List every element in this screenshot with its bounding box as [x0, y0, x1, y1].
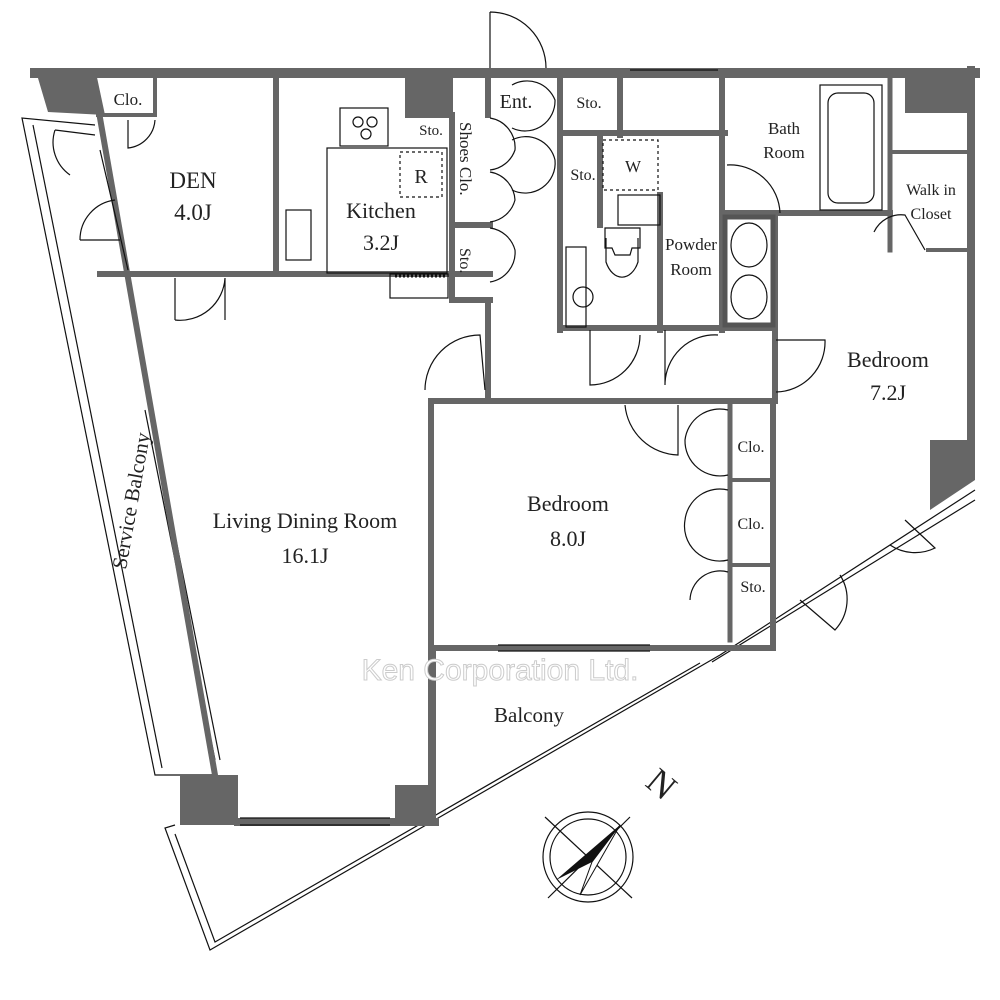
balcony-label: Balcony	[494, 703, 564, 727]
den-size: 4.0J	[174, 200, 212, 225]
kitchen-storage-label: Sto.	[419, 123, 443, 139]
refrigerator-label: R	[414, 166, 428, 188]
entrance-storage-label: Sto.	[576, 95, 601, 112]
bedroom2-storage-label: Sto.	[740, 579, 765, 596]
bedroom2-name: Bedroom	[527, 491, 609, 516]
bedroom2-closet1-label: Clo.	[737, 439, 764, 456]
living-name: Living Dining Room	[213, 508, 398, 533]
walk-in-label-line2: Closet	[911, 206, 952, 223]
bedroom2-size: 8.0J	[550, 526, 587, 551]
room-labels: Clo. DEN 4.0J Sto. R Kitchen 3.2J Shoes …	[107, 90, 956, 727]
service-balcony-label: Service Balcony	[107, 430, 155, 571]
bath-label-line2: Room	[763, 143, 805, 162]
hall-storage-label: Sto.	[456, 248, 473, 273]
entrance-label: Ent.	[500, 91, 533, 113]
den-closet-label: Clo.	[114, 90, 143, 109]
walls	[30, 66, 980, 826]
bath-label-line1: Bath	[768, 119, 801, 138]
kitchen-name: Kitchen	[346, 198, 416, 223]
wash-storage-label: Sto.	[570, 167, 595, 184]
compass-icon: N	[542, 760, 685, 903]
living-size: 16.1J	[281, 543, 329, 568]
kitchen-size: 3.2J	[363, 230, 400, 255]
fixtures	[99, 69, 883, 826]
balcony-outline	[164, 489, 976, 951]
doors	[52, 11, 937, 631]
bedroom1-name: Bedroom	[847, 347, 929, 372]
powder-label-line2: Room	[670, 260, 712, 279]
shoes-closet-label: Shoes Clo.	[456, 122, 475, 196]
den-name: DEN	[169, 168, 217, 193]
compass-north-label: N	[639, 760, 685, 807]
watermark: Ken Corporation Ltd.	[362, 654, 639, 687]
bedroom2-closet2-label: Clo.	[737, 516, 764, 533]
bedroom1-size: 7.2J	[870, 380, 907, 405]
powder-label-line1: Powder	[665, 235, 717, 254]
walk-in-label-line1: Walk in	[906, 182, 956, 199]
washer-label: W	[625, 157, 642, 176]
